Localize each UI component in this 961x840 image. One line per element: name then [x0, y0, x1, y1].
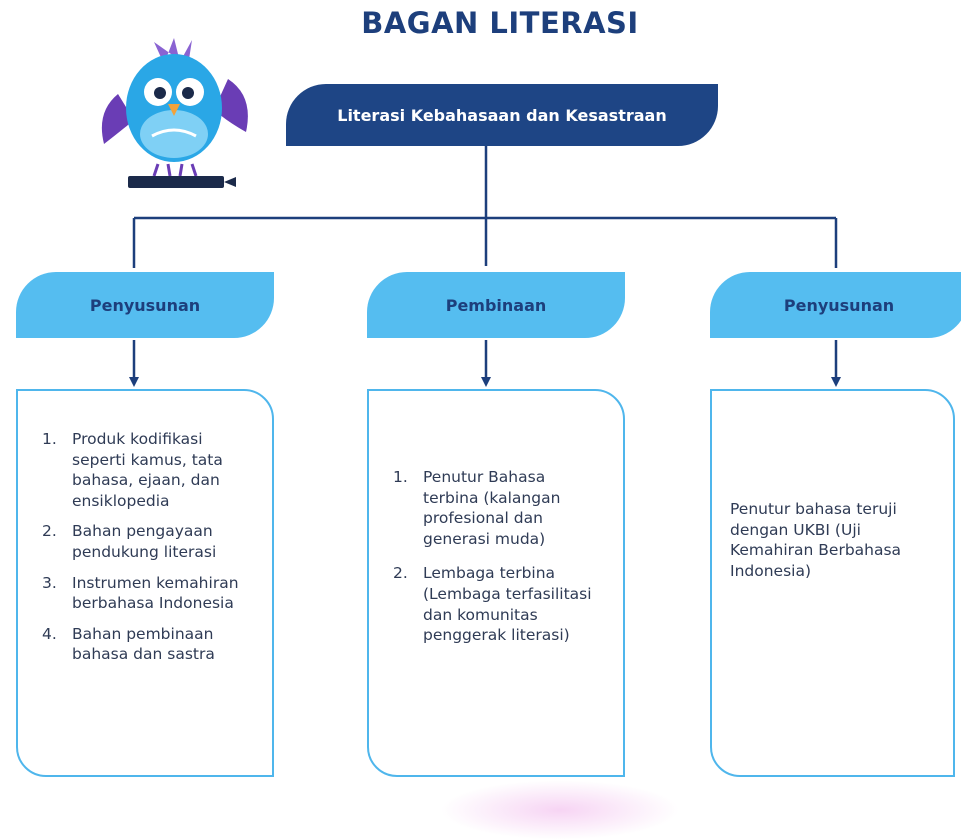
list-item: 3. Instrumen kemahiran berbahasa Indones…: [42, 573, 252, 614]
content-box-1: 1. Produk kodifikasi seperti kamus, tata…: [16, 389, 274, 777]
list-item-text: Bahan pengayaan pendukung literasi: [72, 522, 217, 562]
list-item: 2. Bahan pengayaan pendukung literasi: [42, 521, 252, 562]
list-item-number: 3.: [42, 573, 57, 592]
list-item-number: 2.: [393, 564, 408, 583]
root-node: Literasi Kebahasaan dan Kesastraan: [286, 84, 718, 146]
list-item: 2. Lembaga terbina (Lembaga terfasilitas…: [393, 563, 599, 645]
list-item-number: 1.: [42, 430, 57, 448]
category-node-2: Pembinaan: [367, 272, 625, 338]
content-list-2: 1. Penutur Bahasa terbina (kalangan prof…: [393, 467, 599, 646]
root-node-label: Literasi Kebahasaan dan Kesastraan: [337, 105, 667, 125]
content-paragraph: Penutur bahasa teruji dengan UKBI (Uji K…: [730, 500, 902, 580]
category-label-1: Penyusunan: [89, 295, 201, 315]
list-item: 4. Bahan pembinaan bahasa dan sastra: [42, 624, 252, 665]
owl-mascot-icon: [88, 24, 258, 194]
list-item: 1. Produk kodifikasi seperti kamus, tata…: [42, 429, 252, 511]
category-node-1: Penyusunan: [16, 272, 274, 338]
category-label-2: Pembinaan: [445, 295, 547, 315]
list-item: 1. Penutur Bahasa terbina (kalangan prof…: [393, 467, 599, 549]
connector-lines: [129, 146, 841, 387]
category-node-3: Penyusunan: [710, 272, 961, 338]
content-box-3: Penutur bahasa teruji dengan UKBI (Uji K…: [710, 389, 955, 777]
category-label-3: Penyusunan: [783, 295, 895, 315]
list-item-number: 4.: [42, 624, 57, 643]
list-item-text: Instrumen kemahiran berbahasa Indonesia: [72, 573, 239, 613]
literacy-chart: BAGAN LITERASI Literasi Kebahasaan dan K…: [16, 6, 961, 840]
content-list-1: 1. Produk kodifikasi seperti kamus, tata…: [42, 429, 252, 665]
list-item-text: Lembaga terbina (Lembaga terfasilitasi d…: [423, 564, 592, 645]
decorative-glow: [440, 780, 680, 840]
list-item-text: Penutur Bahasa terbina (kalangan profesi…: [423, 468, 561, 548]
page-title: BAGAN LITERASI: [361, 6, 639, 40]
list-item-number: 2.: [42, 522, 57, 541]
list-item-text: Produk kodifikasi seperti kamus, tata ba…: [72, 430, 223, 510]
list-item-number: 1.: [393, 468, 408, 486]
list-item-text: Bahan pembinaan bahasa dan sastra: [72, 624, 215, 664]
content-box-2: 1. Penutur Bahasa terbina (kalangan prof…: [367, 389, 625, 777]
